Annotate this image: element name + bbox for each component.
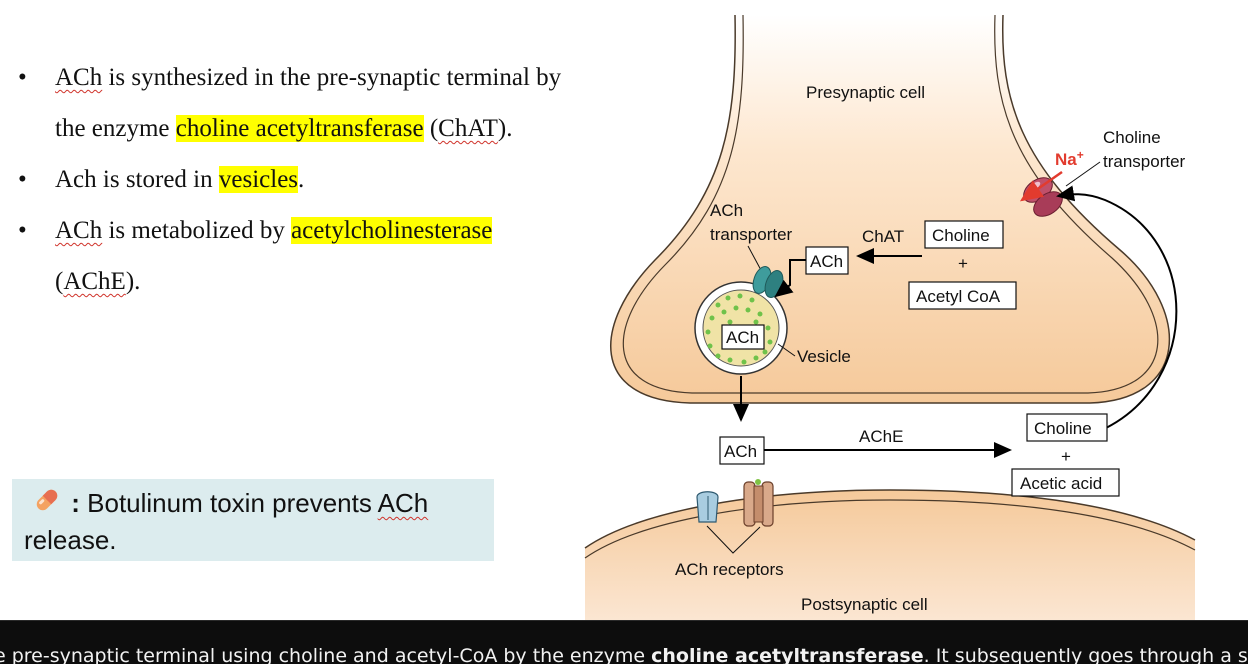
- bullet-list: • ACh is synthesized in the pre-synaptic…: [18, 52, 578, 307]
- caption-part: e pre-synaptic terminal using choline an…: [0, 645, 652, 664]
- term-ach: ACh: [55, 64, 103, 91]
- ach-transporter-label-1: ACh: [710, 201, 743, 220]
- term-ach: ACh: [55, 217, 103, 244]
- note-term-ach: ACh: [377, 488, 429, 518]
- ach-receptors-label: ACh receptors: [675, 560, 784, 579]
- bullet-text: is metabolized by: [102, 217, 292, 244]
- bullet-text: is synthesized in the pre-synaptic termi…: [55, 64, 562, 142]
- chat-label: ChAT: [862, 227, 904, 246]
- plus-sign-2: +: [1061, 447, 1071, 466]
- note-colon: :: [71, 488, 80, 518]
- presynaptic-terminal: [610, 14, 1171, 404]
- sodium-label: Na+: [1055, 148, 1084, 169]
- acetyl-coa-box: Acetyl CoA: [916, 287, 1001, 306]
- ach-transporter-label-2: transporter: [710, 225, 793, 244]
- highlight-vesicles: vesicles: [218, 166, 299, 193]
- term-ache: AChE: [63, 268, 126, 295]
- bullet-text: ).: [497, 115, 513, 142]
- botulinum-note: : Botulinum toxin prevents ACh release.: [12, 479, 494, 561]
- ach-receptor-icon: [696, 491, 719, 523]
- pill-icon: [32, 485, 62, 523]
- highlight-acetylcholinesterase: acetylcholinesterase: [291, 217, 493, 244]
- postsynaptic-cell-label: Postsynaptic cell: [801, 595, 928, 614]
- ach-receptor-channel-icon: [743, 479, 774, 527]
- choline-transporter-label-2: transporter: [1103, 152, 1186, 171]
- bullet-text: ).: [125, 268, 141, 295]
- choline-transporter-label-1: Choline: [1103, 128, 1161, 147]
- ach-in-cleft: ACh: [724, 442, 757, 461]
- plus-sign-1: +: [958, 254, 968, 273]
- caption-bold: choline acetyltransferase: [651, 645, 924, 664]
- sodium-arrow: [1019, 170, 1063, 202]
- highlight-choline-acetyltransferase: choline acetyltransferase: [175, 115, 424, 142]
- bullet-text: (: [55, 268, 64, 295]
- bullet-dot: •: [18, 166, 27, 193]
- bullet-metabolism: • ACh is metabolized by acetylcholineste…: [18, 205, 578, 307]
- caption-text: e pre-synaptic terminal using choline an…: [0, 645, 1248, 664]
- synapse-diagram: Presynaptic cell Postsynaptic cell Choli…: [584, 14, 1196, 620]
- choline-box: Choline: [932, 226, 990, 245]
- caption-bar: e pre-synaptic terminal using choline an…: [0, 620, 1248, 664]
- ach-in-vesicle: ACh: [726, 328, 759, 347]
- bullet-text: Ach is stored in: [55, 166, 219, 193]
- choline-reuptake-arrow: [1056, 185, 1178, 429]
- vesicle-label: Vesicle: [797, 347, 851, 366]
- presynaptic-cell-label: Presynaptic cell: [806, 83, 925, 102]
- caption-part: . It subsequently goes through a s: [923, 645, 1248, 664]
- bullet-text: .: [298, 166, 305, 193]
- bullet-synthesis: • ACh is synthesized in the pre-synaptic…: [18, 52, 578, 154]
- ach-synthesized: ACh: [810, 252, 843, 271]
- term-chat: ChAT: [438, 115, 498, 142]
- bullet-dot: •: [18, 64, 27, 91]
- choline-box-cleft: Choline: [1034, 419, 1092, 438]
- note-text-end: release.: [24, 525, 117, 555]
- ache-label: AChE: [859, 427, 903, 446]
- postsynaptic-cell: [584, 489, 1196, 620]
- bullet-storage: • Ach is stored in vesicles.: [18, 154, 578, 205]
- bullet-text: (: [423, 115, 439, 142]
- acetic-acid-box: Acetic acid: [1020, 474, 1102, 493]
- bullet-dot: •: [18, 217, 27, 244]
- note-text: Botulinum toxin prevents: [87, 488, 378, 518]
